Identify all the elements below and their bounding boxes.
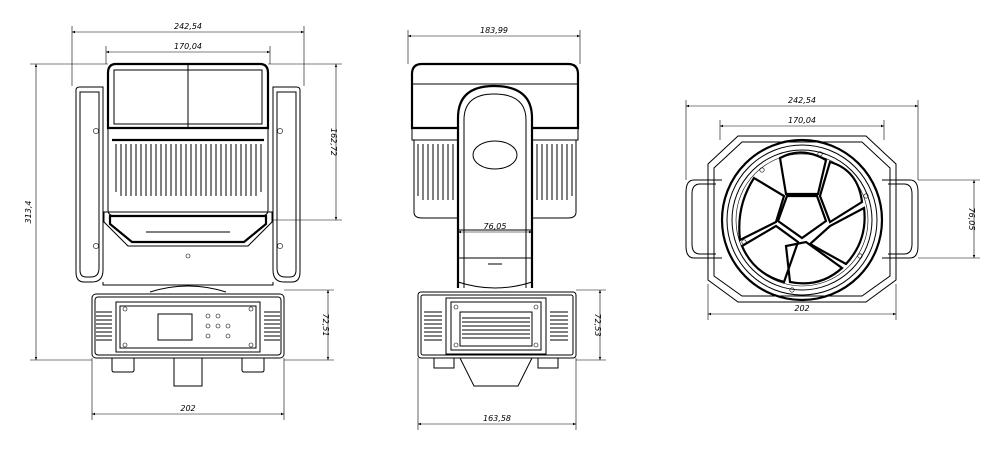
dim-front-height-head: 162,72 <box>329 128 338 156</box>
front-yoke <box>75 86 301 293</box>
screw-icon <box>789 287 795 293</box>
screw-icon <box>857 253 863 259</box>
side-vent-grille <box>459 311 533 347</box>
lens-right-top <box>818 160 864 224</box>
bee-eye-lenses <box>738 151 866 285</box>
side-base <box>417 291 577 387</box>
dim-side-base-height: 72,53 <box>593 314 602 337</box>
dim-side-base-width: 163,58 <box>483 414 511 423</box>
screw-icon <box>533 304 539 310</box>
dim-front-height-total: 313,4 <box>24 201 33 224</box>
dim-front-width-top: 242,54 <box>174 22 202 31</box>
top-dimensions: 242,54 170,04 76,05 202 <box>685 96 980 320</box>
button-icon <box>215 313 221 319</box>
dim-top-base-width: 202 <box>794 304 809 313</box>
screw-icon <box>863 193 869 199</box>
dim-top-arm-width: 76,05 <box>967 208 976 231</box>
screw-icon <box>533 342 539 348</box>
screw-icon <box>93 243 99 249</box>
dim-front-width-head: 170,04 <box>174 42 202 51</box>
screw-icon <box>277 128 283 134</box>
screw-icon <box>185 253 191 259</box>
screw-icon <box>248 306 254 312</box>
top-view: 242,54 170,04 76,05 202 <box>685 96 980 320</box>
front-dimensions: 242,54 170,04 313,4 162,72 72,51 <box>24 22 342 420</box>
side-cooling-fins <box>417 144 573 200</box>
side-dimensions: 183,99 76,05 72,53 163,58 <box>407 26 606 430</box>
screw-icon <box>277 243 283 249</box>
screw-icon <box>759 167 765 173</box>
button-icon <box>205 313 211 319</box>
screw-icon <box>741 239 747 245</box>
dim-side-arm-width: 76,05 <box>484 222 507 231</box>
front-view: 242,54 170,04 313,4 162,72 72,51 <box>24 22 342 420</box>
screw-icon <box>817 151 823 157</box>
arm-logo-plate <box>472 140 518 170</box>
dim-front-base-height: 72,51 <box>321 314 330 337</box>
dim-side-width-top: 183,99 <box>480 26 508 35</box>
front-base <box>91 293 285 387</box>
lens-bottom <box>784 240 844 285</box>
side-view: 183,99 76,05 72,53 163,58 <box>407 26 606 430</box>
screw-icon <box>453 342 459 348</box>
screw-icon <box>248 342 254 348</box>
button-icon <box>225 323 231 329</box>
lens-top <box>778 151 828 196</box>
button-icon <box>215 323 221 329</box>
screw-icon <box>122 306 128 312</box>
screw-icon <box>122 342 128 348</box>
display-screen <box>157 313 193 341</box>
dim-front-base-width: 202 <box>180 404 195 413</box>
dim-top-width-top: 242,54 <box>788 96 816 105</box>
cooling-fins <box>112 138 264 196</box>
screw-icon <box>453 304 459 310</box>
lens-right-bottom <box>808 206 866 266</box>
button-icon <box>205 323 211 329</box>
lens-left-bottom <box>740 224 800 284</box>
lens-center <box>776 194 828 240</box>
side-arm <box>456 84 534 289</box>
button-icon <box>225 333 231 339</box>
button-icon <box>205 333 211 339</box>
screw-icon <box>93 128 99 134</box>
front-head <box>103 62 273 259</box>
lens-left-top <box>738 176 786 242</box>
dim-top-width-head: 170,04 <box>788 116 816 125</box>
